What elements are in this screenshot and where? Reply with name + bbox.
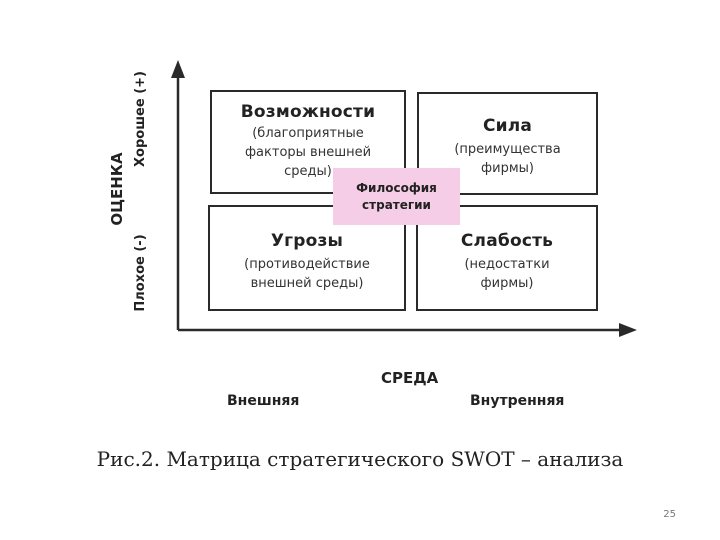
quadrant-opportunities-description: (благоприятные факторы внешней среды) — [244, 126, 372, 179]
x-axis-arrowhead — [619, 323, 637, 337]
y-axis-title: ОЦЕНКА — [108, 152, 126, 226]
quadrant-strengths-title: Сила — [482, 116, 533, 136]
y-axis-arrowhead — [171, 60, 185, 78]
quadrant-strengths-description: (преимущества фирмы) — [454, 142, 561, 176]
quadrant-threats-title: Угрозы — [270, 231, 344, 251]
y-axis-top-label: Хорошее (+) — [133, 71, 148, 167]
page-number: 25 — [663, 509, 676, 520]
x-axis-right-label: Внутренняя — [470, 393, 565, 409]
quadrant-opportunities: Возможности (благоприятные факторы внешн… — [210, 90, 406, 194]
quadrant-opportunities-title: Возможности — [240, 102, 376, 122]
quadrant-weaknesses-title: Слабость — [460, 231, 554, 251]
quadrant-threats-description: (противодействие внешней среды) — [244, 257, 370, 291]
y-axis-bottom-label: Плохое (-) — [133, 234, 148, 312]
x-axis-left-label: Внешняя — [227, 393, 300, 409]
strategy-philosophy-box: Философия стратегии — [333, 168, 460, 225]
x-axis-title: СРЕДА — [381, 369, 439, 387]
quadrant-weaknesses-description: (недостатки фирмы) — [464, 257, 550, 291]
figure-caption: Рис.2. Матрица стратегического SWOT – ан… — [96, 447, 624, 471]
